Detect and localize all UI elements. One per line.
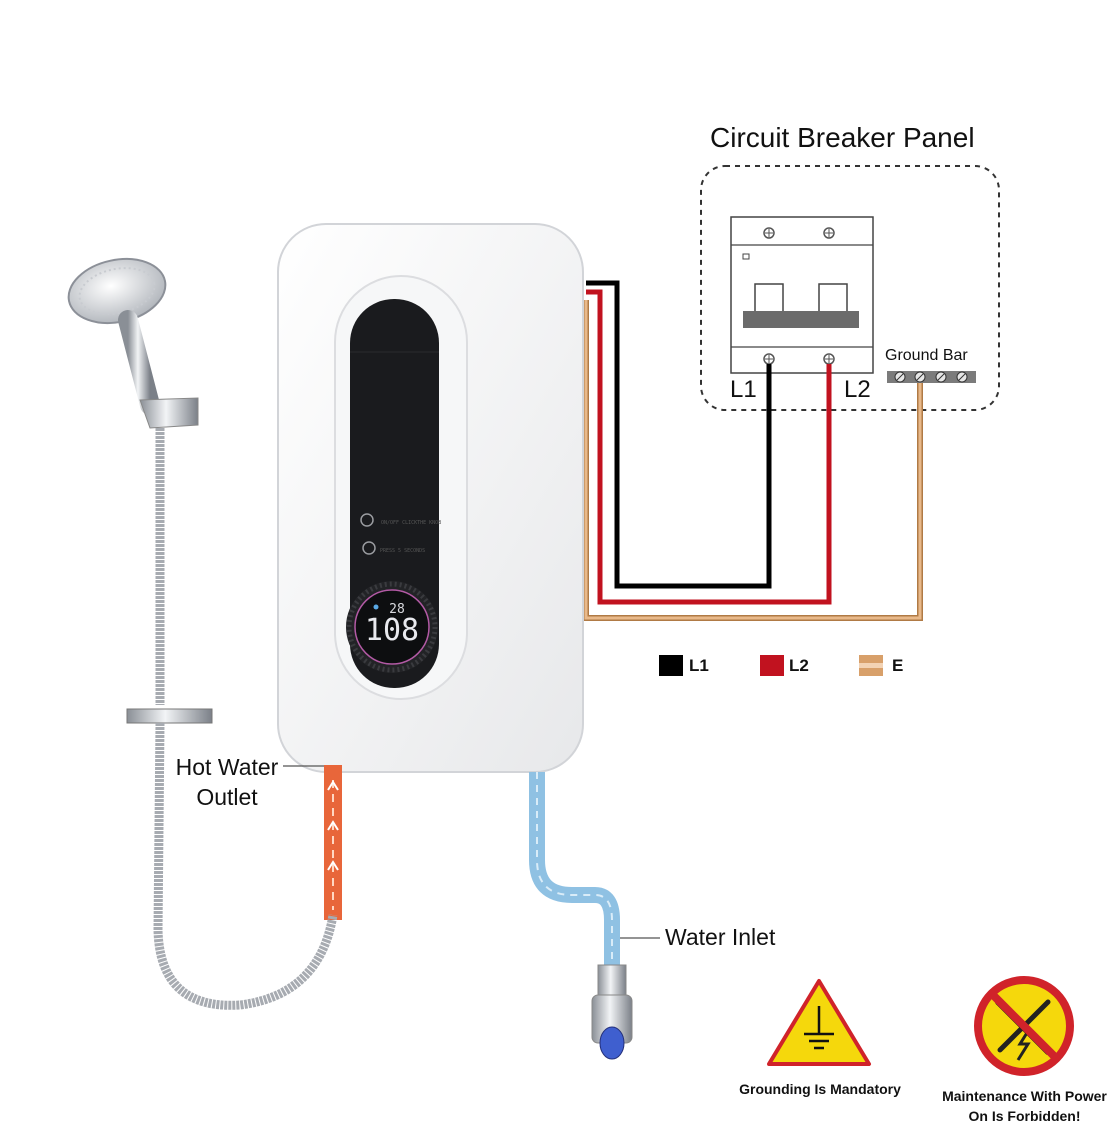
- hand-icon: [360, 513, 374, 527]
- water-inlet-label: Water Inlet: [665, 924, 776, 950]
- grounding-warning-icon: [767, 979, 871, 1066]
- cold-water-pipe: [529, 772, 660, 1060]
- panel-title: Circuit Breaker Panel: [710, 122, 975, 153]
- legend-label-e: E: [892, 656, 904, 675]
- heater-instruction-onoff: ON/OFF CLICKTHE KNOB: [381, 520, 442, 526]
- grounding-warning-text: Grounding Is Mandatory: [739, 1081, 901, 1097]
- shower-head: [67, 258, 167, 324]
- water-drop-icon: [373, 604, 379, 610]
- hot-water-pipe: [283, 765, 342, 920]
- terminal-l1-label: L1: [730, 376, 757, 403]
- legend-label-l1: L1: [689, 656, 709, 675]
- l2-wire: [586, 289, 832, 605]
- shower-set: [67, 258, 338, 1010]
- no-maintenance-icon: [974, 976, 1074, 1076]
- legend-swatch-l2: [760, 655, 784, 676]
- wires: [583, 280, 923, 621]
- valve-handle: [599, 1026, 625, 1060]
- heater-instruction-press: PRESS 5 SECONDS: [380, 548, 426, 554]
- legend-swatch-l1: [659, 655, 683, 676]
- l1-wire: [586, 280, 772, 589]
- ground-bar: [887, 371, 976, 383]
- slide-bar-bracket: [126, 708, 213, 724]
- timer-icon: [362, 541, 376, 555]
- breaker-panel-enclosure: [700, 165, 1000, 411]
- circuit-breaker: [730, 216, 874, 374]
- water-heater-unit: [277, 223, 584, 773]
- maintenance-warning-text: Maintenance With Power On Is Forbidden!: [942, 1088, 1107, 1124]
- ground-bar-label: Ground Bar: [885, 347, 968, 364]
- temperature-dial: [354, 589, 430, 665]
- terminal-l2-label: L2: [844, 376, 871, 403]
- display-main-value: 108: [365, 613, 419, 648]
- display-top-reading: 28: [389, 602, 405, 617]
- legend-label-l2: L2: [789, 656, 809, 675]
- hot-water-outlet-label: Hot Water Outlet: [175, 754, 279, 810]
